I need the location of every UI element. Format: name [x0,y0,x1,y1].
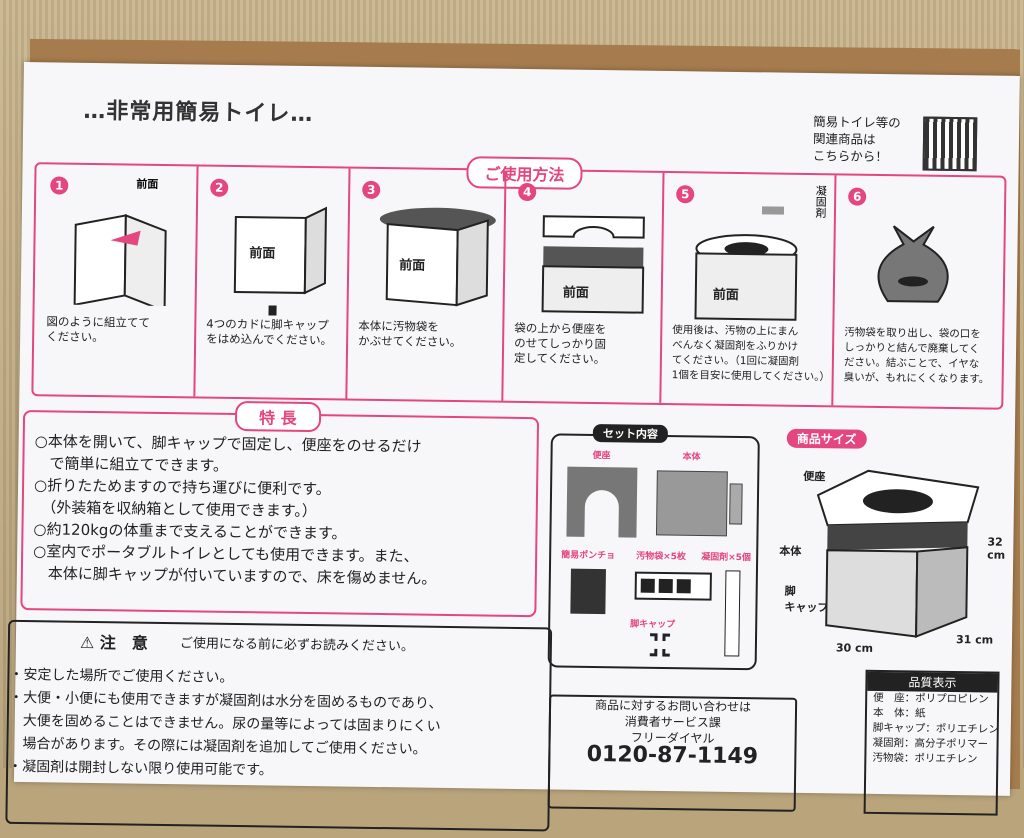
step-number: 2 [210,178,229,197]
caution-heading: ⚠ 注 意 [79,632,148,653]
qr-code-icon [922,116,978,172]
set-contents-heading: セット内容 [592,423,668,444]
item-label: 脚キャップ [630,619,676,631]
box-assembly-icon [73,213,167,307]
size-heading: 商品サイズ [786,428,867,449]
quality-heading: 品質表示 [867,671,998,693]
step-1: 1 前面 図のように組立てて ください。 [33,164,199,397]
usage-section: ご使用方法 1 前面 図のように組立てて ください。 2 前面 4つのカドに脚キ… [31,156,1007,410]
quality-label: 品質表示 便 座：ポリプロピレン 本 体：紙 脚キャップ：ポリエチレン 凝固剤：… [863,669,1000,816]
phone-number: 0120-87-1149 [586,741,759,770]
step-number: 4 [518,182,537,202]
step-number: 5 [676,185,695,204]
product-title: …非常用簡易トイレ… [83,98,314,128]
coagulant-label: 凝固剤 [813,185,828,219]
bag-on-box-icon: 前面 [379,207,496,307]
caution-text: ・安定した場所でご使用ください。 ・大便・小便にも使用できますが凝固剤は水分を固… [8,666,443,779]
step-number: 1 [50,176,69,195]
step-number: 3 [362,180,381,199]
step-text: 汚物袋を取り出し、袋の口を しっかりと結んで廃棄してく ださい。結ぶことで、イヤ… [843,326,990,386]
tied-bag-icon [877,225,949,303]
step-text: 袋の上から便座を のせてしっかり固 定してください。 [513,320,607,367]
seat-placement-icon: 前面 [541,215,645,314]
step-6: 6 汚物袋を取り出し、袋の口を しっかりと結んで廃棄してく ださい。結ぶことで、… [831,175,1004,407]
quality-text: 便 座：ポリプロピレン 本 体：紙 脚キャップ：ポリエチレン 凝固剤：高分子ポリ… [872,691,999,766]
svg-text:前面: 前面 [563,285,589,301]
svg-text:前面: 前面 [249,245,275,261]
svg-text:前面: 前面 [713,287,739,303]
size-label: 本体 [779,544,802,558]
item-label: 凝固剤×5個 [701,552,752,564]
step-text: 図のように組立てて ください。 [46,314,150,345]
accessories-icon [570,568,741,657]
caution-section: ⚠ 注 意 ご使用になる前に必ずお読みください。 ・安定した場所でご使用ください… [5,619,553,832]
item-label: 簡易ポンチョ [561,550,616,562]
qr-caption: 簡易トイレ等の 関連商品は こちらから！ [812,114,901,165]
toilet-size-icon [816,469,980,638]
step-text: 4つのカドに脚キャップ をはめ込んでください。 [206,316,333,348]
step-3: 3 前面 本体に汚物袋を かぶせてください。 [345,168,507,401]
item-label: 便座 [592,450,611,462]
caution-subheading: ご使用になる前に必ずお読みください。 [179,636,414,655]
seat-and-body-icon [566,466,743,538]
step-5: 5 凝固剤 前面 使用後は、汚物の上にまん べんなく凝固剤をふりかけ てください… [659,172,837,406]
item-label: 本体 [682,452,701,463]
step-text: 使用後は、汚物の上にまん べんなく凝固剤をふりかけ てください。（1回に凝固剤 … [671,324,831,384]
set-contents-section: セット内容 便座 本体 簡易ポンチョ 汚物袋×5枚 凝固剤×5個 脚キャップ [547,423,760,671]
package-panel: …非常用簡易トイレ… 簡易トイレ等の 関連商品は こちらから！ ご使用方法 1 … [5,62,1020,832]
size-height: 32 cm [987,535,1006,562]
contact-box: 商品に対するお問い合わせは 消費者サービス課 フリーダイヤル 0120-87-1… [547,694,798,812]
step-4: 4 前面 袋の上から便座を のせてしっかり固 定してください。 [501,170,665,403]
step-text: 本体に汚物袋を かぶせてください。 [358,318,462,350]
size-depth: 31 cm [955,633,994,647]
features-heading: 特 長 [234,400,321,433]
coagulant-pour-icon: 前面 [694,206,798,321]
features-text: ○本体を開いて、脚キャップで固定し、便座をのせるだけ で簡単に組立てできます。 … [32,432,437,588]
step-2: 2 前面 4つのカドに脚キャップ をはめ込んでください。 [193,166,351,399]
front-label: 前面 [136,177,159,191]
svg-text:前面: 前面 [399,257,425,273]
item-label: 汚物袋×5枚 [636,551,687,563]
step-number: 6 [848,187,867,206]
size-width: 30 cm [835,641,874,655]
features-section: 特 長 ○本体を開いて、脚キャップで固定し、便座をのせるだけ で簡単に組立てでき… [20,400,540,618]
box-front-icon: 前面 [233,206,328,316]
